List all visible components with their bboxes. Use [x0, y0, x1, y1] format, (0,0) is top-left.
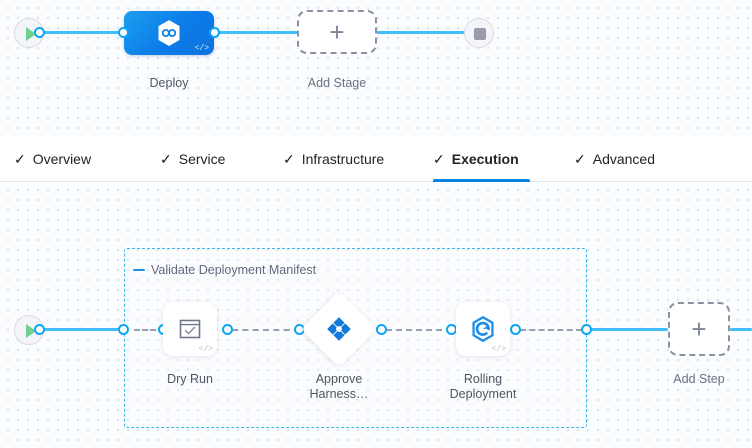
tab-advanced[interactable]: ✓ Advanced: [574, 136, 655, 182]
stage-canvas[interactable]: </> Deploy + Add Stage: [0, 0, 752, 136]
step-node-approve-harness-label: Approve Harness…: [309, 372, 369, 401]
pipeline-end-node[interactable]: [464, 18, 494, 48]
stage-connector-add-to-end: [371, 31, 471, 34]
deploy-node-input-port[interactable]: [118, 27, 129, 38]
step-node-rolling-deployment[interactable]: </>: [456, 302, 510, 356]
check-icon: ✓: [574, 151, 586, 167]
approve-output-port[interactable]: [376, 324, 387, 335]
dryrun-output-port[interactable]: [222, 324, 233, 335]
stage-node-deploy[interactable]: </>: [124, 11, 214, 55]
play-icon: [26, 27, 36, 41]
rolling-output-port[interactable]: [510, 324, 521, 335]
step-node-dry-run-label: Dry Run: [167, 372, 213, 386]
exec-dashed-dryrun-to-approve: [232, 329, 300, 331]
tab-execution[interactable]: ✓ Execution: [433, 136, 530, 182]
group-entry-port[interactable]: [118, 324, 129, 335]
minus-icon[interactable]: [133, 269, 145, 271]
exec-dashed-approve-to-rolling: [386, 329, 452, 331]
tab-active-underline: [433, 179, 530, 182]
harness-approval-clover-icon: [312, 302, 366, 356]
plus-icon: +: [329, 17, 345, 47]
harness-hexagon-infinity-icon: [124, 11, 214, 55]
add-stage-label: Add Stage: [307, 76, 367, 90]
tab-advanced-label: Advanced: [592, 151, 656, 167]
deploy-node-output-port[interactable]: [209, 27, 220, 38]
add-stage-button[interactable]: +: [297, 10, 377, 54]
stage-connector-deploy-to-add: [215, 31, 310, 34]
stage-connector-start-to-deploy: [36, 31, 128, 34]
tab-service[interactable]: ✓ Service: [160, 136, 225, 182]
exec-dashed-rolling-to-group-exit: [520, 329, 582, 331]
check-icon: ✓: [14, 151, 26, 167]
stop-icon: [474, 28, 486, 40]
tab-infrastructure[interactable]: ✓ Infrastructure: [283, 136, 384, 182]
exec-connector-addstep-trailing: [730, 328, 752, 331]
step-group-title: Validate Deployment Manifest: [151, 263, 317, 277]
start-node-port[interactable]: [34, 27, 45, 38]
exec-connector-group-to-addstep: [586, 328, 668, 331]
tab-execution-label: Execution: [451, 151, 519, 167]
step-group-header[interactable]: Validate Deployment Manifest: [133, 263, 316, 277]
step-code-badge: </>: [491, 345, 506, 354]
execution-start-port[interactable]: [34, 324, 45, 335]
tab-overview[interactable]: ✓ Overview: [14, 136, 91, 182]
step-node-rolling-deployment-label: Rolling Deployment: [449, 372, 517, 401]
play-icon: [26, 324, 36, 338]
execution-canvas[interactable]: Validate Deployment Manifest: [0, 182, 752, 448]
add-step-label: Add Step: [673, 372, 725, 386]
step-node-dry-run[interactable]: </>: [163, 302, 217, 356]
stage-config-tabs: ✓ Overview ✓ Service ✓ Infrastructure ✓ …: [0, 136, 752, 182]
plus-icon: +: [691, 314, 707, 344]
check-icon: ✓: [160, 151, 172, 167]
exec-connector-start-to-group: [36, 328, 128, 331]
check-icon: ✓: [433, 151, 445, 167]
tab-service-label: Service: [178, 151, 226, 167]
rolling-deployment-hexagon-icon: [456, 302, 510, 356]
tab-overview-label: Overview: [32, 151, 92, 167]
group-exit-port[interactable]: [581, 324, 592, 335]
step-code-badge: </>: [198, 345, 213, 354]
add-step-button[interactable]: +: [668, 302, 730, 356]
exec-dashed-group-entry-to-dryrun: [134, 329, 164, 331]
verify-checkbox-icon: [163, 302, 217, 356]
check-icon: ✓: [283, 151, 295, 167]
tab-infrastructure-label: Infrastructure: [301, 151, 385, 167]
stage-node-deploy-label: Deploy: [149, 76, 189, 90]
stage-code-badge: </>: [194, 44, 209, 53]
